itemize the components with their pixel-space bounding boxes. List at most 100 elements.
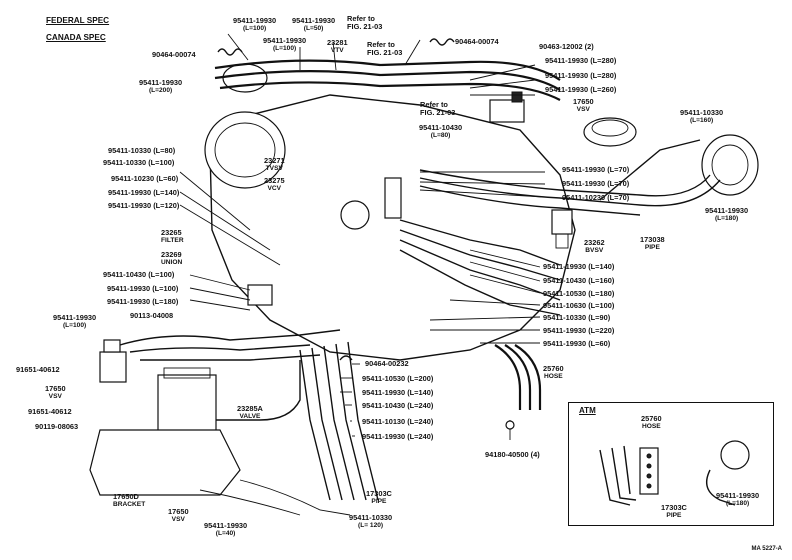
label-95411-19930-l100b: 95411-19930 (L=100) xyxy=(263,37,306,53)
length: (L=180) xyxy=(725,500,750,507)
part-number: 25760 xyxy=(543,364,564,373)
part-name: UNION xyxy=(161,259,183,266)
label-95411-19930-l200: 95411-19930 (L=200) xyxy=(139,79,182,95)
part-number: 95411-19930 xyxy=(292,16,336,25)
label-95411-19930-l50: 95411-19930 (L=50) xyxy=(292,17,335,33)
air-cleaner xyxy=(204,111,286,189)
label-17650-vsv-left: 17650 VSV xyxy=(45,385,66,401)
label-94180-40500: 94180-40500 (4) xyxy=(485,450,540,459)
label-95411-19930-l100d: 95411-19930 (L=100) xyxy=(53,314,96,330)
clip-mid xyxy=(339,355,353,361)
clip-left xyxy=(217,48,243,56)
part-name: BVSV xyxy=(585,247,604,254)
part-number: 95411-19930 xyxy=(233,16,277,25)
label-23265-filter: 23265 FILTER xyxy=(161,229,184,245)
label-95411-19930-l60: 95411-19930 (L=60) xyxy=(543,339,611,348)
part-number: 95411-10330 xyxy=(680,108,724,117)
part-number: 17650 xyxy=(573,97,594,106)
atm-title: ATM xyxy=(579,406,596,415)
part-number: 95411-10330 xyxy=(349,513,393,522)
label-95411-19930-l280a: 95411-19930 (L=280) xyxy=(545,56,617,65)
label-95411-10630-l100: 95411-10630 (L=100) xyxy=(543,301,615,310)
label-95411-19930-l220: 95411-19930 (L=220) xyxy=(543,326,615,335)
atm-label-17303c-pipe: 17303C PIPE xyxy=(661,504,687,520)
figure-code: MA 5227-A xyxy=(751,546,782,552)
length: (L=50) xyxy=(303,25,324,32)
label-95411-10330-l90: 95411-10330 (L=90) xyxy=(543,313,611,322)
clip-right xyxy=(429,38,455,46)
label-17303c-pipe: 17303C PIPE xyxy=(366,490,392,506)
part-number: 95411-10430 xyxy=(419,123,463,132)
label-95411-19930-l70b: 95411-19930 (L=70) xyxy=(562,179,630,188)
label-90464-00074-left: 90464-00074 xyxy=(152,50,196,59)
label-95411-19930-l240: 95411-19930 (L=240) xyxy=(362,432,434,441)
booster xyxy=(701,134,759,196)
label-23285a-valve: 23285A VALVE xyxy=(237,405,263,421)
length: (L= 120) xyxy=(358,522,384,529)
length: (L=100) xyxy=(242,25,267,32)
label-95411-10430-l80: 95411-10430 (L=80) xyxy=(419,124,462,140)
label-95411-10230-l60: 95411-10230 (L=60) xyxy=(111,174,179,183)
atm-inset-frame xyxy=(568,402,774,526)
part-number: 95411-19930 xyxy=(263,36,307,45)
part-name: BRACKET xyxy=(113,501,146,508)
part-name: PIPE xyxy=(644,244,660,251)
part-number: 95411-19930 xyxy=(139,78,183,87)
length: (L=80) xyxy=(430,132,451,139)
label-95411-19930-l100c: 95411-19930 (L=100) xyxy=(107,284,179,293)
label-95411-10330-l120: 95411-10330 (L= 120) xyxy=(349,514,392,530)
label-23262-bvsv: 23262 BVSV xyxy=(584,239,605,255)
label-90119-08063: 90119-08063 xyxy=(35,422,79,431)
part-number: 23281 xyxy=(327,38,348,47)
label-90464-00074-right: 90464-00074 xyxy=(455,37,499,46)
part-number: 17650 xyxy=(168,507,189,516)
reservoir-cap xyxy=(583,117,637,147)
part-number: 23275 xyxy=(264,176,285,185)
vcv xyxy=(340,200,370,230)
part-number: 17303C xyxy=(366,489,392,498)
part-number: 23285A xyxy=(237,404,263,413)
vsv-left xyxy=(99,351,127,383)
part-name: VALVE xyxy=(239,413,261,420)
label-95411-19930-l280b: 95411-19930 (L=280) xyxy=(545,71,617,80)
label-91651-40612b: 91651-40612 xyxy=(28,407,72,416)
length: (L=100) xyxy=(272,45,297,52)
part-name: HOSE xyxy=(641,423,661,430)
part-number: 23269 xyxy=(161,250,182,259)
label-95411-19930-l140a: 95411-19930 (L=140) xyxy=(108,188,180,197)
refer-text: Refer to xyxy=(420,100,448,109)
part-name: VCV xyxy=(267,185,282,192)
part-number: 17650 xyxy=(45,384,66,393)
part-number: 23265 xyxy=(161,228,182,237)
part-name: HOSE xyxy=(543,373,563,380)
atm-hose xyxy=(639,447,659,495)
part-number: 95411-19930 xyxy=(53,313,97,322)
part-name: VSV xyxy=(48,393,62,400)
filter xyxy=(247,284,273,306)
header-canada-spec: CANADA SPEC xyxy=(46,33,106,42)
length: (L=180) xyxy=(714,215,739,222)
label-95411-10530-l180: 95411-10530 (L=180) xyxy=(543,289,615,298)
label-90463-12002: 90463-12002 (2) xyxy=(539,42,594,51)
label-95411-19930-l140b: 95411-19930 (L=140) xyxy=(543,262,615,271)
label-95411-19930-l40: 95411-19930 (L=40) xyxy=(204,522,247,538)
atm-label-95411-19930-l180: 95411-19930 (L=180) xyxy=(716,492,759,508)
part-name: PIPE xyxy=(371,498,387,505)
length: (L=100) xyxy=(62,322,87,329)
atm-label-25760-hose: 25760 HOSE xyxy=(641,415,662,431)
label-95411-10430-l160: 95411-10430 (L=160) xyxy=(543,276,615,285)
label-95411-19930-l120: 95411-19930 (L=120) xyxy=(108,201,180,210)
label-95411-10430-l100: 95411-10430 (L=100) xyxy=(103,270,175,279)
label-95411-19930-l140c: 95411-19930 (L=140) xyxy=(362,388,434,397)
figure-ref: FIG. 21-03 xyxy=(420,108,456,117)
part-number: 173038 xyxy=(640,235,665,244)
length: (L=40) xyxy=(215,530,236,537)
part-number: 23271 xyxy=(264,156,285,165)
label-95411-19930-l260: 95411-19930 (L=260) xyxy=(545,85,617,94)
vsv-top xyxy=(489,99,525,123)
label-refer-fig-c: Refer to FIG. 21-03 xyxy=(420,101,455,117)
length: (L=200) xyxy=(148,87,173,94)
part-name: PIPE xyxy=(666,512,682,519)
label-173038-pipe: 173038 PIPE xyxy=(640,236,665,252)
